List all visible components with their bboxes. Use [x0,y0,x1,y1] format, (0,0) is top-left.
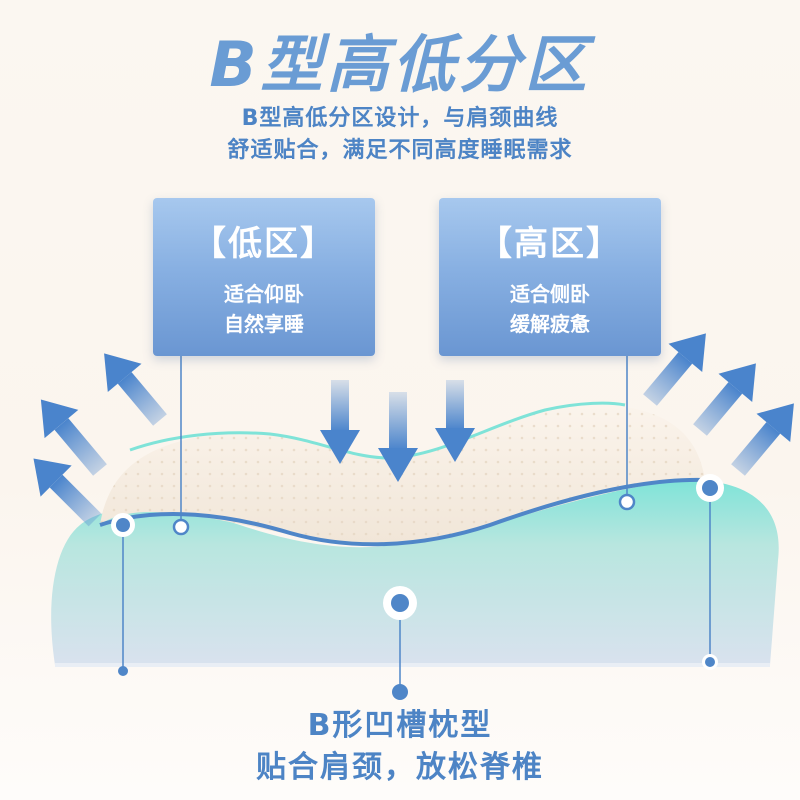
arrow-icon-up-right-2 [693,363,756,436]
arrow-icon-up-right-1 [643,333,706,406]
bottom-caption-line-2: 贴合肩颈，放松脊椎 [256,750,544,785]
low-zone-card: 【低区】 适合仰卧 自然享睡 [153,198,375,356]
subtitle-line-1: B型高低分区设计，与肩颈曲线 [241,106,559,131]
arrow-icon-up-left-3 [33,458,102,527]
arrow-icon-up-left-1 [40,399,107,476]
high-zone-line-1: 适合侧卧 [510,282,590,306]
low-zone-line-1: 适合仰卧 [224,282,304,306]
arrow-icon-down-1 [320,380,360,464]
arrow-icon-down-3 [435,380,475,462]
bottom-caption-line-1: B形凹槽枕型 [307,708,493,743]
arrow-icon-up-right-3 [731,403,794,476]
high-zone-line-2: 缓解疲惫 [510,312,590,336]
arrow-icon-up-left-2 [104,353,167,426]
high-zone-title: 【高区】 [478,224,622,264]
low-zone-line-2: 自然享睡 [224,312,304,336]
subtitle-line-2: 舒适贴合，满足不同高度睡眠需求 [227,138,573,163]
pillow-body [51,480,779,665]
high-zone-card: 【高区】 适合侧卧 缓解疲惫 [439,198,661,356]
low-zone-title: 【低区】 [192,224,336,264]
arrow-icon-down-2 [378,392,418,482]
page-title: B型高低分区 [209,28,591,101]
